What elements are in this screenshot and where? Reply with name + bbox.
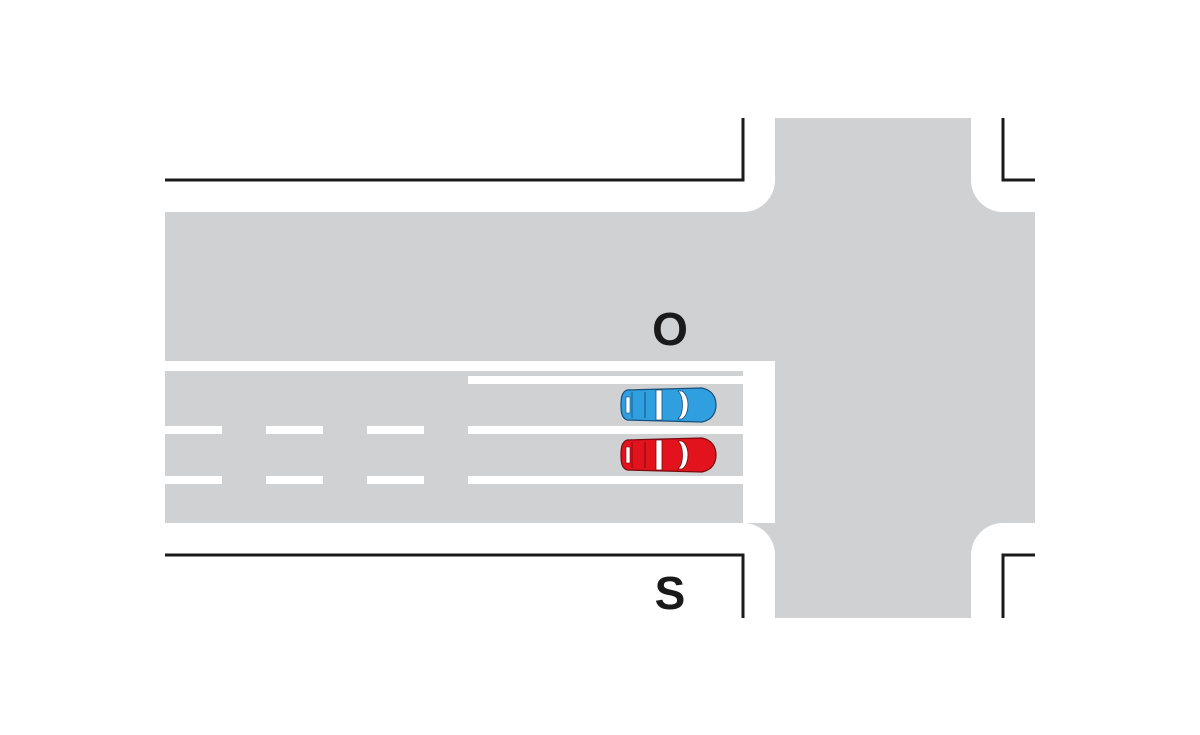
curb-ne [1001, 118, 1035, 182]
curb-nw [165, 118, 745, 182]
corner-fillet-se [971, 523, 1003, 555]
lane-dash [266, 476, 323, 484]
corner-fillet-sw [743, 523, 775, 555]
lane-dash [266, 426, 323, 434]
lane-dash [367, 426, 424, 434]
lane-line-solid-3 [468, 476, 743, 484]
lane-dash [165, 426, 222, 434]
blue-car [620, 387, 717, 423]
vertical-road [775, 118, 971, 618]
corner-fillet-nw [743, 180, 775, 212]
corner-fillet-ne [971, 180, 1003, 212]
curb-se [1001, 553, 1035, 618]
direction-label-south: S [655, 567, 686, 619]
curb-sw [165, 553, 745, 618]
curbs [165, 118, 1035, 618]
road-markings [165, 361, 775, 523]
center-line [165, 361, 775, 371]
red-car [620, 437, 717, 473]
direction-label-north: O [652, 303, 688, 355]
lane-dash [367, 476, 424, 484]
lane-line-solid-2 [468, 426, 743, 434]
lane-dash [165, 476, 222, 484]
stop-line [743, 361, 775, 523]
lane-line-solid-1 [468, 376, 743, 384]
